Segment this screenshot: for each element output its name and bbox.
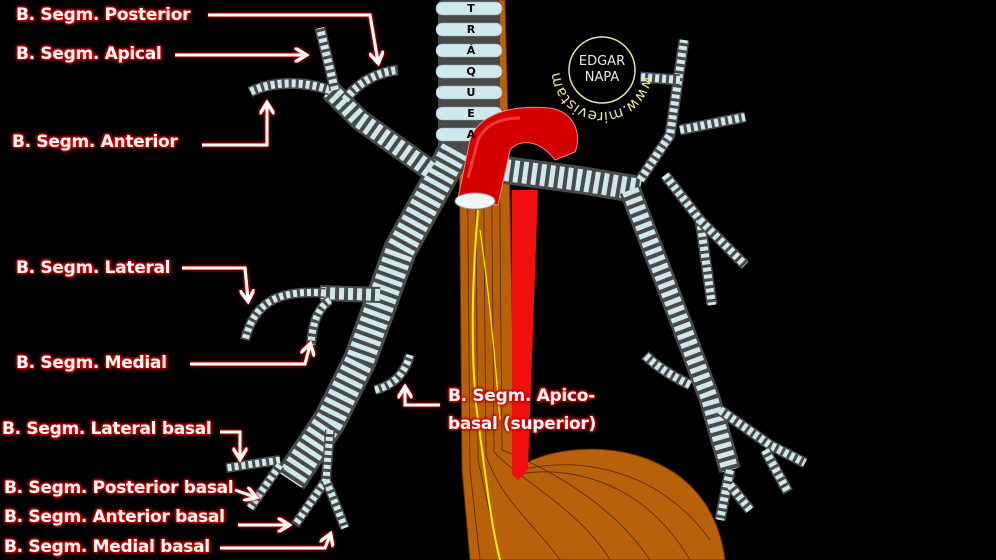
label-lateral: B. Segm. Lateral — [16, 258, 171, 278]
label-apicobasal-line1: B. Segm. Apico- — [448, 386, 595, 406]
aortic-arch — [454, 106, 579, 210]
label-apical: B. Segm. Apical — [16, 44, 162, 64]
watermark-center: EDGAR NAPA — [572, 54, 632, 86]
label-anterior-basal: B. Segm. Anterior basal — [4, 507, 225, 527]
trachea-letter: Q — [466, 65, 476, 78]
right-bronchial-tree — [225, 26, 470, 530]
trachea-letter: T — [467, 2, 475, 15]
descending-aorta — [512, 190, 538, 480]
trachea-letter: R — [466, 23, 476, 36]
trachea-letter: U — [466, 86, 476, 99]
arrow-anterior — [202, 104, 267, 147]
trachea-letter: E — [467, 107, 475, 120]
watermark-line2: NAPA — [584, 70, 620, 85]
vagus-nerve — [471, 209, 501, 560]
label-lateral-basal: B. Segm. Lateral basal — [2, 419, 212, 439]
arrow-apicobasal — [405, 388, 440, 407]
label-medial: B. Segm. Medial — [16, 353, 167, 373]
callout-arrows — [175, 13, 440, 550]
arrow-posterior — [208, 13, 378, 62]
vagus-nerve-branch — [479, 229, 501, 421]
arrow-posterior-basal — [234, 490, 255, 497]
left-bronchial-tree — [503, 39, 808, 522]
label-posterior-basal: B. Segm. Posterior basal — [4, 478, 234, 498]
label-anterior: B. Segm. Anterior — [12, 132, 178, 152]
watermark-line1: EDGAR — [578, 54, 626, 69]
label-posterior: B. Segm. Posterior — [16, 5, 191, 25]
label-medial-basal: B. Segm. Medial basal — [4, 537, 210, 557]
trachea-letter: Á — [466, 44, 476, 57]
arrow-medial-basal — [220, 535, 330, 550]
arrow-medial — [190, 345, 310, 366]
label-apicobasal-line2: basal (superior) — [448, 414, 596, 434]
arrow-lateral-basal — [220, 430, 240, 458]
arrow-lateral — [182, 266, 248, 300]
trachea-letter: A — [466, 128, 476, 141]
